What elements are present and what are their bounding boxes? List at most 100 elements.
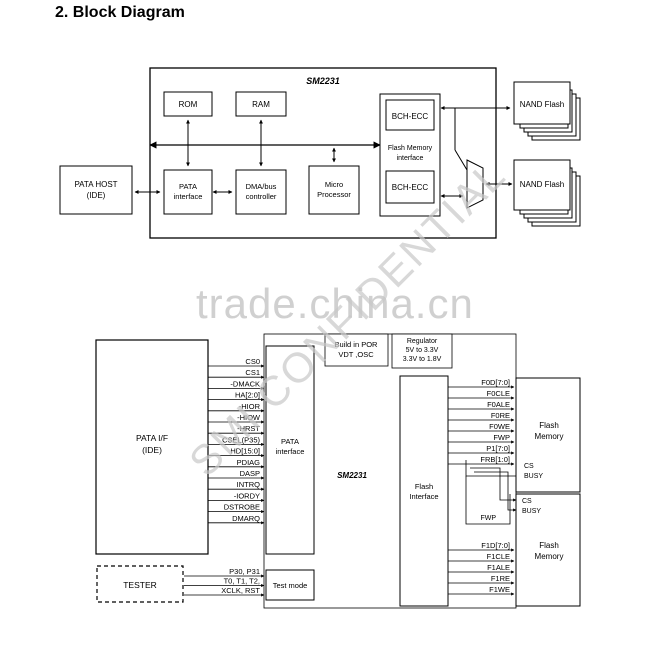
bch-ecc-top-box <box>385 99 435 131</box>
ram-label: RAM <box>252 100 270 109</box>
flash1-signal-label: F1CLE <box>487 552 510 561</box>
pata-signal-label: INTRQ <box>237 480 260 489</box>
fwp-lower-label: FWP <box>480 515 496 522</box>
pata-signal-label: -HIOR <box>239 402 261 411</box>
top-diagram: SM2231 PATA HOST (IDE) ROM RAM PATA inte… <box>59 67 581 239</box>
sm2231-chip-box <box>149 67 497 239</box>
nand-flash-stack-top: NAND Flash <box>513 81 581 141</box>
rom-label: ROM <box>179 100 198 109</box>
pata-interface-column <box>265 345 315 555</box>
pata-signal-label: HA[2:0] <box>235 391 260 400</box>
tester-box <box>96 565 184 603</box>
pata-if-host-box <box>95 339 209 555</box>
dma-controller-label-2: controller <box>246 192 277 201</box>
bch-ecc-bottom-box <box>385 170 435 204</box>
pata-signal-label: -HIOW <box>237 413 261 422</box>
dma-controller-label: DMA/bus <box>246 182 277 191</box>
pata-interface-col-label-2: interface <box>276 447 305 456</box>
flash-memory-bottom-label: Flash <box>539 541 559 550</box>
pata-signal-label: -DMACK <box>230 379 260 388</box>
flash0-signal-label: F0RE <box>491 411 510 420</box>
mux-symbol <box>466 159 484 209</box>
rom-box <box>163 91 213 117</box>
pata-signal-label: PDIAG <box>237 458 261 467</box>
nand-flash-bottom-label: NAND Flash <box>520 180 564 189</box>
cs-busy-top-label-2: BUSY <box>524 473 543 480</box>
pata-if-host-label: PATA I/F <box>136 433 168 443</box>
flash-memory-interface-label-2: interface <box>397 155 424 162</box>
pata-signal-label: DSTROBE <box>224 503 260 512</box>
flash1-signal-label: F1ALE <box>487 563 510 572</box>
flash0-signal-label: F0D[7:0] <box>481 378 510 387</box>
flash-memory-interface-label: Flash Memory <box>388 145 433 152</box>
flash0-signal-label: F0ALE <box>487 400 510 409</box>
por-label-2: VDT ,OSC <box>338 350 374 359</box>
regulator-label-2: 5V to 3.3V <box>406 347 439 354</box>
flash-memory-bottom-label-2: Memory <box>535 552 564 561</box>
flash0-signal-label: F0WE <box>489 422 510 431</box>
tester-label: TESTER <box>123 580 157 590</box>
flash-memory-top-box <box>515 377 581 493</box>
flash1-signal-label: F1RE <box>491 574 510 583</box>
regulator-label: Regulator <box>407 338 438 345</box>
chip-title-top: SM2231 <box>306 76 340 86</box>
flash0-signal-label: FRB[1:0] <box>480 455 510 464</box>
pata-signal-label: HD[15:0] <box>230 447 260 456</box>
nand-flash-stack-bottom: NAND Flash <box>513 159 581 227</box>
flash1-signal-lines: F1D[7:0] F1CLE F1ALE F1RE F1WE <box>448 541 515 596</box>
pata-interface-col-label: PATA <box>281 437 299 446</box>
test-signal-label: T0, T1, T2, <box>224 577 260 586</box>
test-mode-label: Test mode <box>273 581 308 590</box>
test-signal-label: XCLK, RST <box>221 586 260 595</box>
flash-memory-top-label: Flash <box>539 421 559 430</box>
dma-controller-box <box>235 169 287 215</box>
flash1-signal-label: F1WE <box>489 585 510 594</box>
pata-signal-label: CS1 <box>245 368 260 377</box>
pata-signal-label: -HRST <box>237 424 260 433</box>
flash-memory-top-label-2: Memory <box>535 432 564 441</box>
nand-flash-top-label: NAND Flash <box>520 100 564 109</box>
test-signal-label: P30, P31 <box>229 567 260 576</box>
pata-signal-label: -IORDY <box>234 491 260 500</box>
micro-processor-label: Micro <box>325 180 343 189</box>
pata-host-label: PATA HOST <box>74 180 117 189</box>
pata-if-host-label-2: (IDE) <box>142 445 162 455</box>
flash-interface-label: Flash <box>415 482 433 491</box>
por-label: Build in POR <box>335 340 379 349</box>
ram-box <box>235 91 287 117</box>
pata-signal-label: CSEL(P35) <box>222 435 260 444</box>
flash0-signal-label: FWP <box>493 433 510 442</box>
pata-interface-label-2: interface <box>174 192 203 201</box>
flash-interface-label-2: Interface <box>409 492 438 501</box>
test-mode-box <box>265 569 315 601</box>
pata-interface-label: PATA <box>179 182 197 191</box>
pata-signal-label: CS0 <box>245 357 260 366</box>
flash0-signal-lines: F0D[7:0] F0CLE F0ALE F0RE F0WE FWP P1[7:0] FRB[… <box>448 378 515 466</box>
pata-host-box <box>59 165 133 215</box>
micro-processor-box <box>308 165 360 215</box>
bch-ecc-bottom-label: BCH-ECC <box>392 183 429 192</box>
micro-processor-label-2: Processor <box>317 190 351 199</box>
flash-interface-column <box>399 375 449 607</box>
pata-signal-label: DASP <box>240 469 260 478</box>
pata-interface-box <box>163 169 213 215</box>
cs-busy-bottom-label-2: BUSY <box>522 508 541 515</box>
chip-title-bottom: SM2231 <box>337 471 367 480</box>
pata-host-label-2: (IDE) <box>87 191 106 200</box>
page-title: 2. Block Diagram <box>55 4 185 21</box>
flash-memory-bottom-box <box>515 493 581 607</box>
flash0-signal-label: P1[7:0] <box>486 444 510 453</box>
regulator-label-3: 3.3V to 1.8V <box>403 356 442 363</box>
cs-busy-bottom-label: CS <box>522 498 532 505</box>
flash0-signal-label: F0CLE <box>487 389 510 398</box>
regulator-box <box>391 333 453 369</box>
pata-signal-label: DMARQ <box>232 514 260 523</box>
bottom-diagram: PATA I/F (IDE) SM2231 PATA interface Bui… <box>95 333 581 609</box>
flash1-signal-label: F1D[7:0] <box>481 541 510 550</box>
cs-busy-top-label: CS <box>524 463 534 470</box>
bch-ecc-top-label: BCH-ECC <box>392 112 429 121</box>
por-box <box>324 333 389 367</box>
